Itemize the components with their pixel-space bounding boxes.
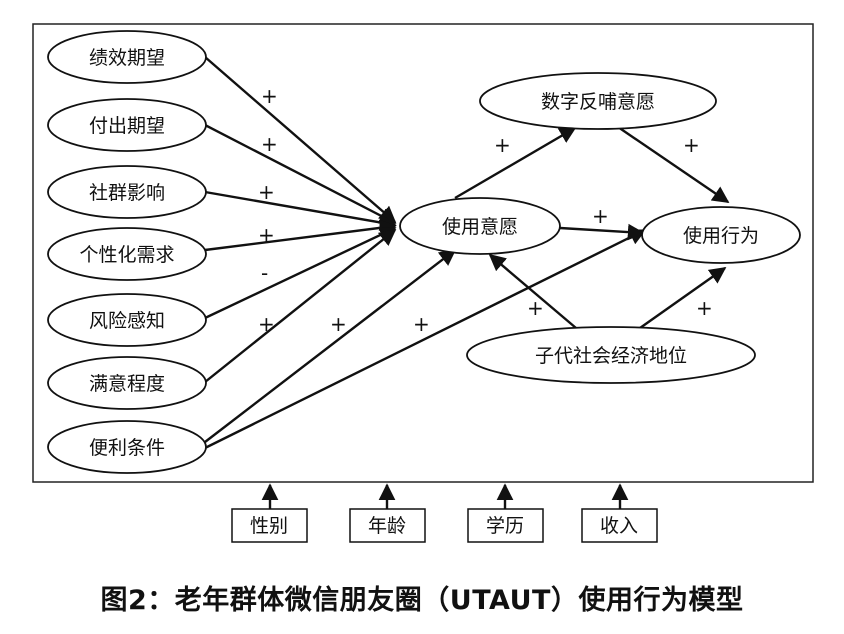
node-social: 社群影响 [47,165,207,219]
moderators: 性别 年龄 学历 收入 [231,483,658,543]
arrow-personal-intention [204,219,397,252]
node-satisfaction-label: 满意程度 [89,373,165,395]
arrow-feedback-behavior [617,126,730,203]
node-satisfaction: 满意程度 [47,356,207,410]
sign-offspring-intention: + [527,296,544,320]
arrow-facilitating-behavior [204,228,647,450]
node-feedback-label: 数字反哺意愿 [541,91,655,113]
arrow-offspring-intention [488,253,577,329]
node-risk: 风险感知 [47,293,207,347]
node-perf-label: 绩效期望 [89,47,165,69]
sign-feedback-behavior: + [683,133,700,157]
model-frame [32,23,814,483]
moderator-age-label: 年龄 [368,515,406,537]
arrow-offspring-behavior [639,267,727,329]
sign-satisfaction: + [258,312,275,336]
moderator-age: 年龄 [349,483,426,543]
node-personal: 个性化需求 [47,227,207,281]
sign-offspring-behavior: + [696,296,713,320]
node-perf: 绩效期望 [47,30,207,84]
moderator-education: 学历 [467,483,544,543]
node-personal-label: 个性化需求 [79,244,174,266]
node-intention: 使用意愿 [399,197,561,255]
arrow-intention-feedback [454,126,577,200]
sign-labels: + + + + - + + + + + + + + [258,84,713,336]
arrow-facilitating-intention [204,248,457,443]
figure-caption: 图2：老年群体微信朋友圈（UTAUT）使用行为模型 [100,585,744,616]
sign-intention-behavior: + [592,204,609,228]
moderator-gender: 性别 [231,483,308,543]
node-behavior: 使用行为 [641,206,801,264]
sign-social: + [258,180,275,204]
node-offspring: 子代社会经济地位 [466,326,756,384]
arrow-social-intention [204,190,397,231]
moderator-income-label: 收入 [600,515,638,537]
sign-facilitating-intention: + [330,312,347,336]
arrow-effort-intention [204,123,397,225]
node-feedback: 数字反哺意愿 [479,72,717,130]
arrow-satisfaction-intention [204,228,397,383]
sign-facilitating-behavior: + [413,312,430,336]
arrow-perf-intention [204,56,397,224]
sign-intention-feedback: + [494,133,511,157]
node-behavior-label: 使用行为 [683,225,759,247]
sign-personal: + [258,223,275,247]
node-facilitating: 便利条件 [47,420,207,474]
arrow-intention-behavior [559,223,645,241]
moderator-income: 收入 [581,483,658,543]
node-effort: 付出期望 [47,98,207,152]
node-facilitating-label: 便利条件 [89,437,165,459]
node-offspring-label: 子代社会经济地位 [535,345,687,367]
node-risk-label: 风险感知 [89,310,165,332]
arrow-risk-intention [204,226,397,320]
moderator-education-label: 学历 [486,515,524,537]
sign-risk: - [261,261,268,285]
node-effort-label: 付出期望 [89,115,165,137]
sign-perf: + [261,84,278,108]
sign-effort: + [261,132,278,156]
moderator-gender-label: 性别 [250,515,288,537]
node-social-label: 社群影响 [89,182,165,204]
arrows-to-intention [204,56,730,450]
node-intention-label: 使用意愿 [442,216,518,238]
